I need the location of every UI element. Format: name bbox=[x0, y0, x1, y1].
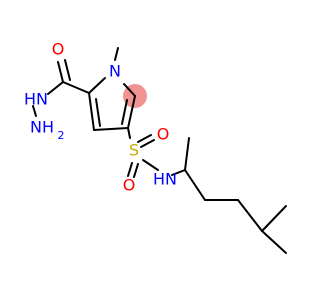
bond-c-o-1 bbox=[57, 61, 64, 83]
atom-hn-hydrazide: HN bbox=[24, 90, 48, 109]
atom-n-ring: N bbox=[109, 62, 121, 81]
molecule-structure-canvas: O HN NH 2 N S O O HN bbox=[24, 39, 287, 254]
atom-nh2-hydrazide: NH bbox=[30, 118, 54, 137]
molecule-structure: O HN NH 2 N S O O HN bbox=[24, 40, 287, 254]
bond-s-o-top-2 bbox=[137, 134, 152, 143]
bond-ring-c4-c5 bbox=[127, 95, 136, 129]
atom-hn-sulfonamide: HN bbox=[153, 170, 177, 189]
atom-o-sulfonyl-top: O bbox=[157, 125, 170, 144]
bond-c1-c2 bbox=[184, 169, 206, 201]
bond-s-n bbox=[142, 159, 159, 171]
bond-c-o-2 bbox=[64, 59, 71, 81]
bond-ring-c2-c3 bbox=[88, 92, 95, 131]
bond-s-o-top-1 bbox=[140, 139, 155, 148]
bond-s-o-bottom-1 bbox=[127, 162, 133, 177]
bond-c4-c5 bbox=[261, 205, 287, 232]
bond-c-nh bbox=[47, 81, 64, 95]
bond-ring-c4-c5-inner bbox=[121, 99, 128, 125]
bond-c2-carbonyl bbox=[62, 81, 90, 94]
bond-c4-s bbox=[127, 127, 131, 139]
atom-o-sulfonyl-bottom: O bbox=[123, 176, 136, 195]
atom-s-sulfonyl: S bbox=[129, 141, 139, 160]
bond-c4-c6 bbox=[261, 230, 287, 254]
bond-s-o-bottom-2 bbox=[133, 163, 139, 178]
bond-ring-c2-c3-inner bbox=[95, 98, 101, 127]
bond-ring-c5-n1 bbox=[123, 83, 136, 97]
bond-ring-n1-c2 bbox=[88, 77, 106, 94]
atom-o-carbonyl: O bbox=[52, 40, 65, 59]
bond-ring-c3-c4 bbox=[93, 127, 129, 131]
bond-n-methyl bbox=[114, 47, 119, 61]
bond-c3-c4 bbox=[237, 199, 263, 232]
bond-c1-methyl bbox=[184, 137, 190, 171]
bond-n-c1 bbox=[171, 169, 186, 176]
bond-nh-nh2 bbox=[32, 105, 37, 117]
atom-nh2-subscript: 2 bbox=[58, 129, 65, 142]
